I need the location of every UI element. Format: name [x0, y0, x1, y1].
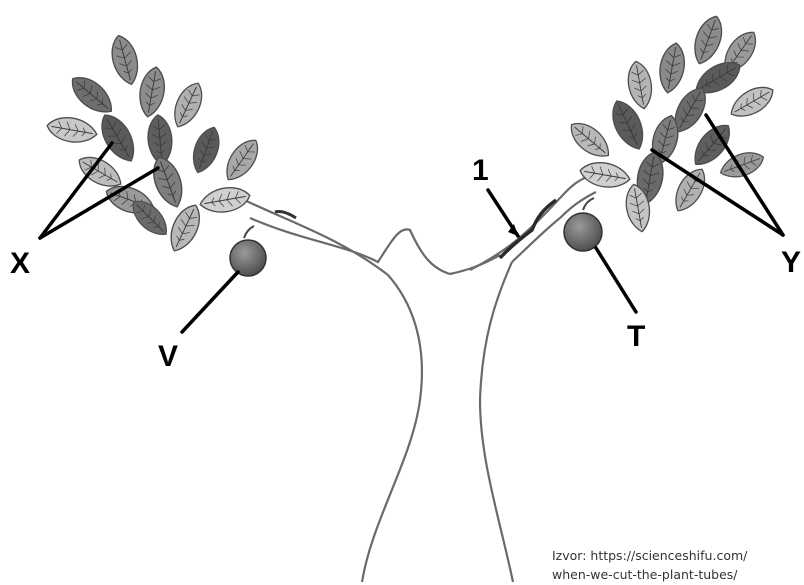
leaf: [147, 153, 188, 211]
leaf: [219, 134, 265, 186]
leaf: [578, 159, 632, 191]
source-caption: Izvor: https://scienceshifu.com/ when-we…: [552, 546, 804, 584]
leaf: [187, 124, 225, 177]
leaf: [198, 184, 252, 216]
leaf: [45, 114, 99, 146]
leaf: [668, 164, 711, 217]
source-line-1: Izvor: https://scienceshifu.com/: [552, 546, 804, 565]
fruit-t: [564, 198, 602, 251]
pointer-v: [182, 272, 238, 332]
label-y: Y: [781, 246, 801, 279]
left-canopy: [45, 33, 265, 256]
pointer-y-2: [652, 150, 783, 235]
pointer-x-1: [40, 143, 112, 238]
pointer-t: [596, 248, 636, 312]
leaf: [656, 41, 688, 95]
label-1: 1: [472, 154, 489, 187]
label-t: T: [627, 320, 645, 353]
fruit-v: [230, 226, 266, 276]
leaf: [688, 12, 727, 67]
pointer-y-1: [706, 115, 783, 235]
leaf: [564, 116, 615, 164]
source-line-2: when-we-cut-the-plant-tubes/: [552, 565, 804, 584]
leaf: [107, 33, 143, 88]
tree-trunk: [362, 262, 513, 582]
leaf: [168, 78, 209, 131]
label-x: X: [10, 247, 30, 280]
leaf: [625, 59, 655, 110]
leaf: [65, 70, 119, 120]
leaf: [164, 200, 207, 256]
leaf: [717, 147, 767, 183]
label-v: V: [158, 340, 178, 373]
leaf: [136, 65, 168, 119]
right-canopy: [564, 12, 778, 233]
left-branch: [240, 198, 500, 275]
leaf: [726, 80, 779, 123]
